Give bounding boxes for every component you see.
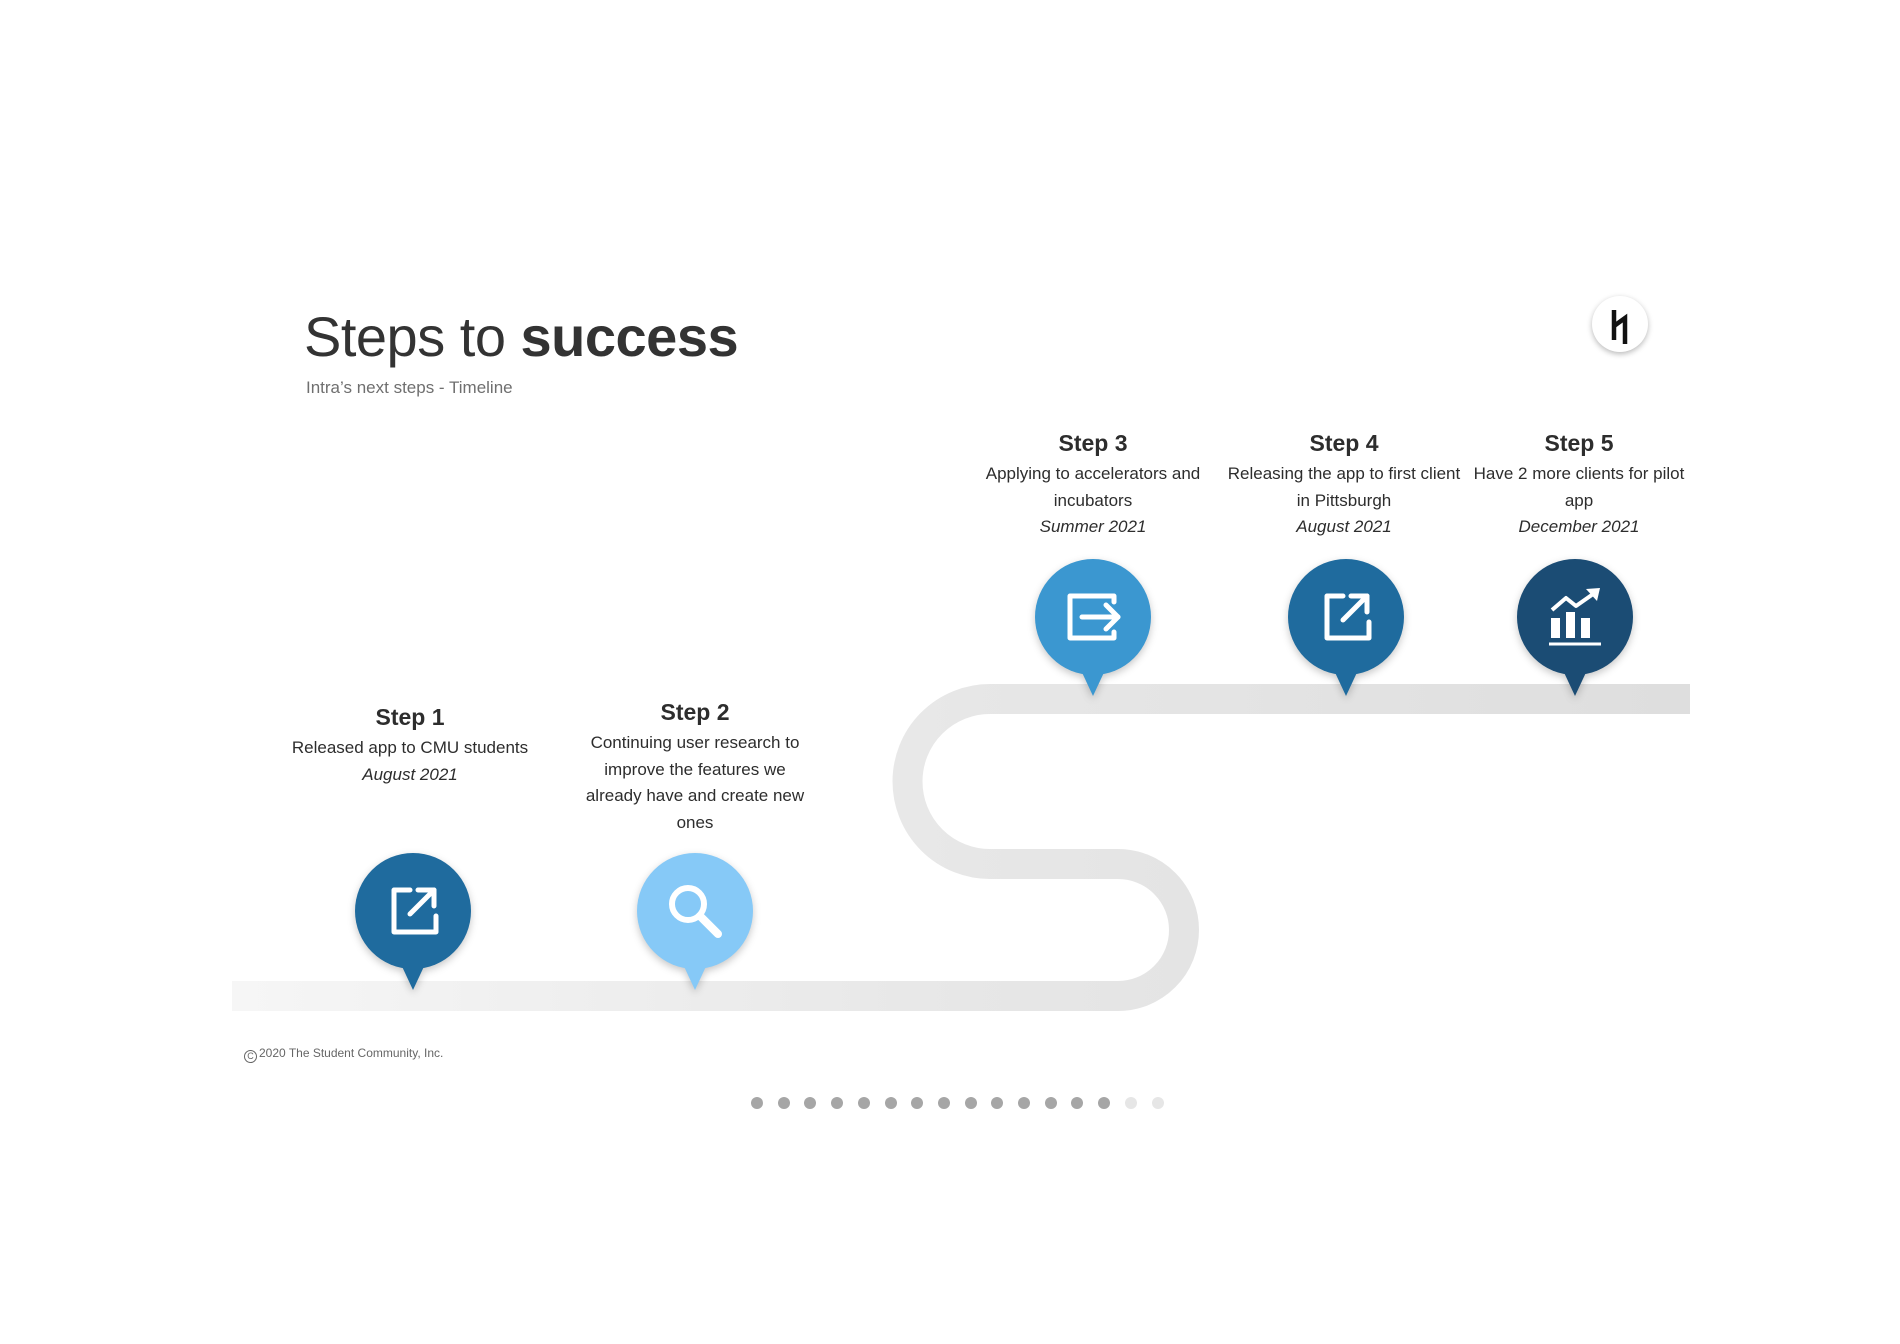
pagination-dot[interactable] [1151, 1097, 1164, 1109]
exit-arrow-icon [1067, 593, 1121, 641]
pagination-dot[interactable] [1018, 1097, 1030, 1109]
step-3-text: Step 3 Applying to accelerators and incu… [973, 429, 1213, 541]
pagination-dot[interactable] [1044, 1097, 1057, 1109]
pagination-dot[interactable] [777, 1097, 790, 1109]
step-3-marker [1034, 558, 1152, 702]
step-date: August 2021 [362, 764, 458, 784]
step-2-marker [636, 852, 754, 996]
step-4-text: Step 4 Releasing the app to first client… [1224, 429, 1464, 541]
pagination-dot[interactable] [911, 1097, 924, 1109]
pagination-dot[interactable] [804, 1097, 817, 1109]
copyright-label: 2020 The Student Community, Inc. [259, 1046, 444, 1060]
pagination-dot[interactable] [751, 1097, 763, 1109]
step-title: Step 3 [1058, 430, 1128, 456]
step-description: Releasing the app to first client in Pit… [1227, 464, 1461, 510]
external-link-icon [391, 887, 439, 935]
step-date: December 2021 [1518, 517, 1640, 536]
growth-chart-icon [1549, 588, 1601, 646]
step-2-text: Step 2 Continuing user research to impro… [575, 698, 815, 836]
search-icon [669, 885, 722, 938]
pagination-dot[interactable] [831, 1097, 844, 1109]
pagination-dot[interactable] [884, 1097, 897, 1109]
copyright-icon: C [244, 1050, 257, 1063]
step-description: Continuing user research to improve the … [585, 733, 805, 832]
step-title: Step 4 [1309, 430, 1379, 456]
page-subtitle: Intra’s next steps - Timeline [306, 378, 513, 397]
step-date: Summer 2021 [1039, 517, 1147, 536]
step-5-marker [1516, 558, 1634, 702]
brand-logo [1592, 296, 1648, 352]
step-title: Step 2 [660, 699, 730, 725]
step-title: Step 1 [375, 704, 445, 730]
step-description: Have 2 more clients for pilot app [1473, 464, 1685, 510]
pagination-dot[interactable] [964, 1097, 977, 1109]
step-description: Released app to CMU students [291, 738, 529, 757]
step-title: Step 5 [1544, 430, 1614, 456]
pagination-dot[interactable] [1071, 1097, 1084, 1109]
page-title: Steps to success [304, 305, 739, 368]
pagination-dot[interactable] [937, 1097, 950, 1109]
step-1-text: Step 1 Released app to CMU students Augu… [290, 703, 530, 788]
pagination-dot[interactable] [857, 1097, 870, 1109]
step-5-text: Step 5 Have 2 more clients for pilot app… [1459, 429, 1699, 541]
pagination-dot[interactable] [991, 1097, 1004, 1109]
step-date: August 2021 [1296, 517, 1392, 536]
pagination-dot[interactable] [1098, 1097, 1111, 1109]
pagination-dot[interactable] [1124, 1097, 1137, 1109]
step-1-marker [354, 852, 472, 996]
step-description: Applying to accelerators and incubators [985, 464, 1201, 510]
external-link-icon [1324, 593, 1372, 641]
step-4-marker [1287, 558, 1405, 702]
